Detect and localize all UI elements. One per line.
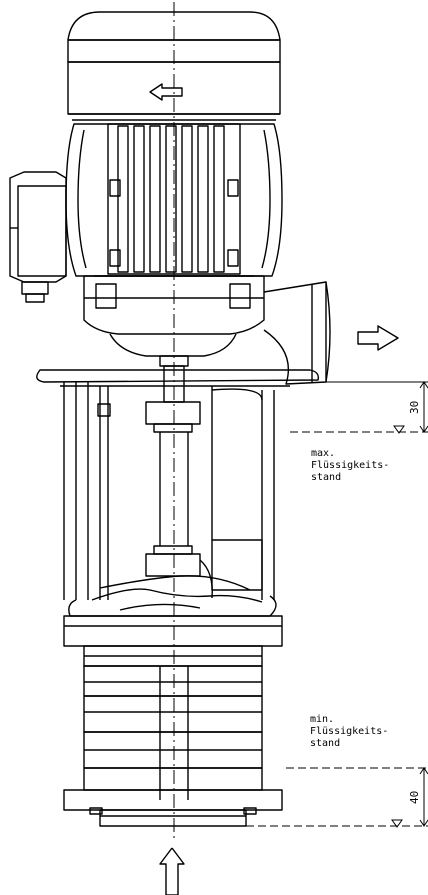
- pump-shaft: [145, 355, 201, 577]
- pump-column: [63, 382, 275, 600]
- level-marker-icon: [391, 819, 403, 828]
- motor-body: [65, 123, 283, 277]
- base-plate: [63, 789, 283, 827]
- level-marker-icon: [393, 425, 405, 434]
- discharge-outlet: [263, 281, 331, 385]
- max-level-line2: Flüssigkeits-: [311, 460, 389, 471]
- min-level-label: min. Flüssigkeits- stand: [310, 714, 388, 749]
- lower-dimension-value: 40: [408, 791, 421, 804]
- mounting-plate: [36, 369, 320, 387]
- max-level-line1: max.: [311, 448, 335, 459]
- suction-stages: [83, 665, 263, 800]
- upper-dimension-value: 30: [408, 401, 421, 414]
- max-level-line3: stand: [311, 472, 341, 483]
- min-level-line3: stand: [310, 738, 340, 749]
- pump-housing: [63, 595, 283, 667]
- min-level-line2: Flüssigkeits-: [310, 726, 388, 737]
- terminal-box: [9, 171, 67, 303]
- discharge-arrow-icon: [357, 325, 399, 351]
- suction-arrow-icon: [159, 847, 185, 895]
- upper-dimension: [290, 381, 428, 434]
- rotation-arrow-icon: [149, 83, 183, 101]
- min-level-line1: min.: [310, 714, 334, 725]
- impeller: [91, 559, 263, 611]
- max-level-label: max. Flüssigkeits- stand: [311, 448, 389, 483]
- lower-dimension: [246, 767, 428, 828]
